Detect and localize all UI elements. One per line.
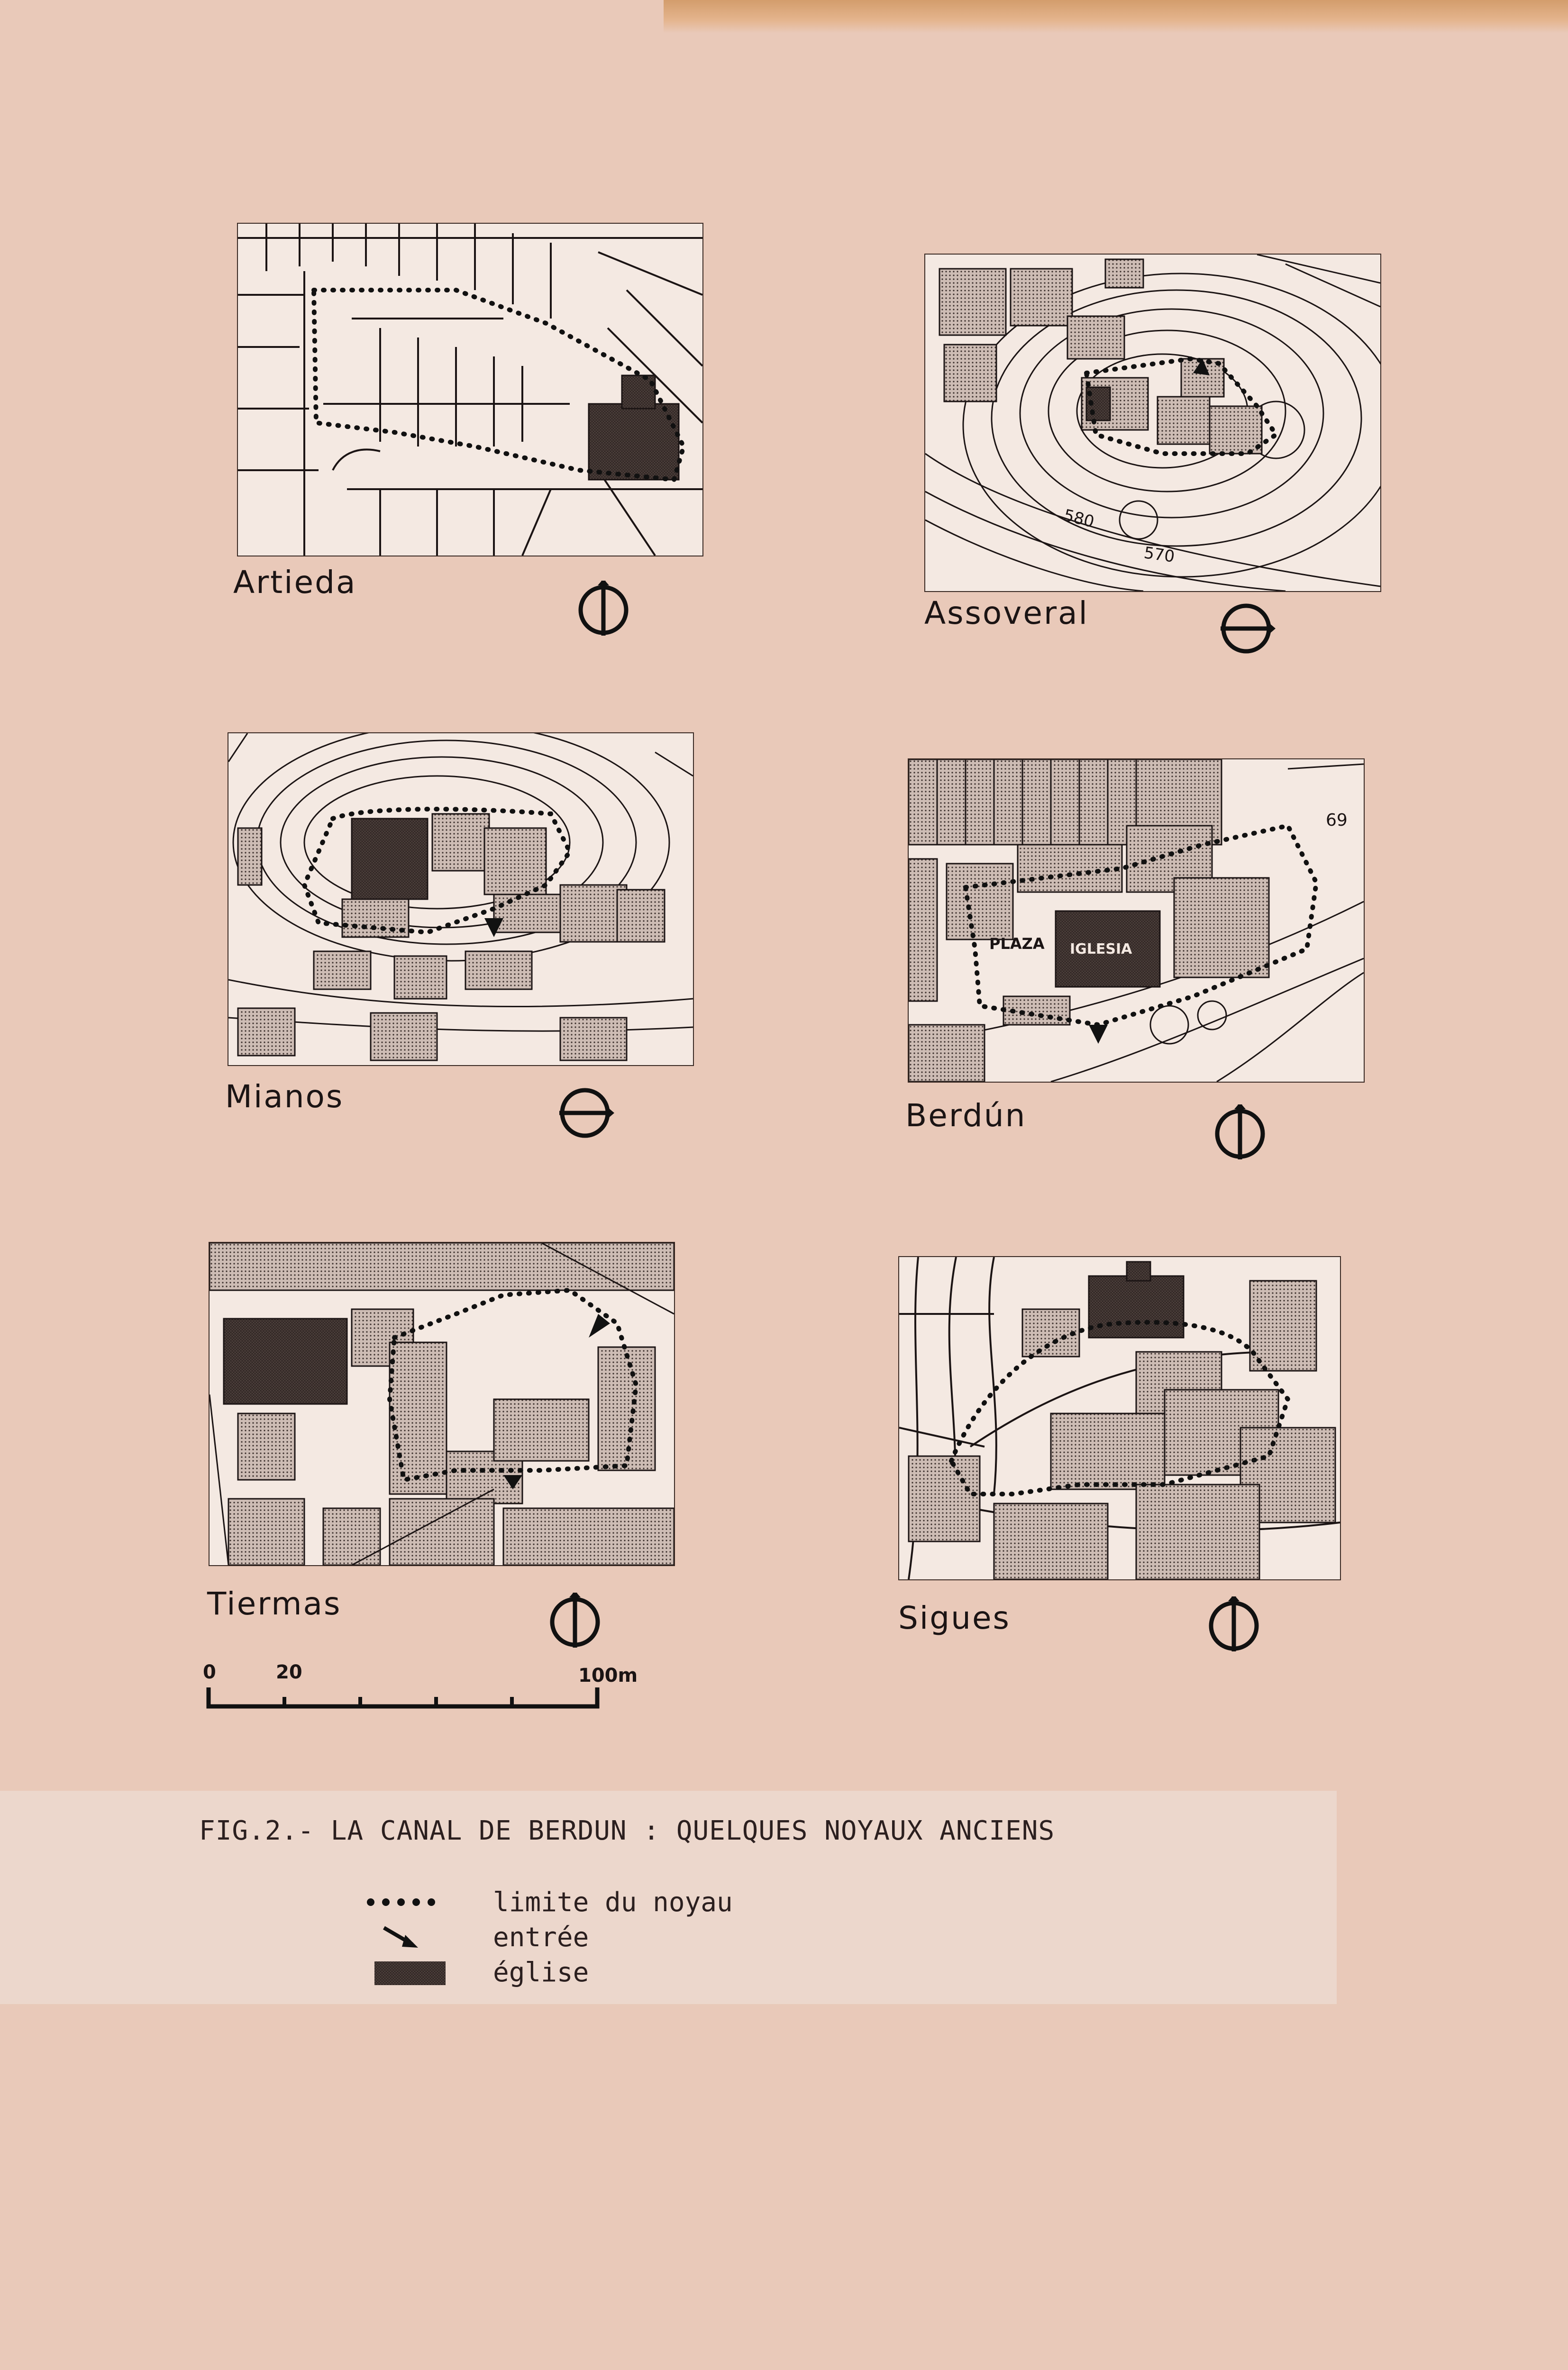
contour-label-580: 580 bbox=[1062, 506, 1096, 532]
iglesia-label: IGLESIA bbox=[1070, 941, 1132, 957]
entry-arrow-icon bbox=[365, 1921, 450, 1954]
figure-caption: FIG.2.- LA CANAL DE BERDUN : QUELQUES NO… bbox=[199, 1815, 1055, 1846]
legend-label-entry: entrée bbox=[493, 1922, 589, 1953]
legend-label-limit: limite du noyau bbox=[493, 1887, 733, 1918]
north-arrow-sigues-icon bbox=[1206, 1595, 1261, 1651]
town-label-assoveral: Assoveral bbox=[924, 595, 1089, 631]
north-arrow-artieda-icon bbox=[576, 579, 631, 636]
north-arrow-mianos-icon bbox=[559, 1085, 614, 1140]
wood-edge bbox=[664, 0, 1568, 33]
town-label-berdun: Berdún bbox=[905, 1097, 1027, 1134]
scale-label-100m: 100m bbox=[578, 1665, 638, 1686]
legend-row-limit: limite du noyau bbox=[365, 1886, 886, 1919]
map-tiermas bbox=[209, 1242, 675, 1566]
dotted-line-icon bbox=[365, 1886, 450, 1919]
north-arrow-berdun-icon bbox=[1212, 1103, 1267, 1159]
town-label-artieda: Artieda bbox=[233, 564, 357, 601]
contour-label-69: 69 bbox=[1326, 811, 1348, 830]
church-block-icon bbox=[365, 1956, 450, 1989]
map-berdun: PLAZA IGLESIA 69 bbox=[908, 758, 1365, 1083]
map-assoveral: 580 570 bbox=[924, 254, 1381, 592]
map-artieda bbox=[237, 223, 703, 556]
caption-strip bbox=[0, 1791, 1337, 2004]
scale-label-20: 20 bbox=[276, 1661, 302, 1683]
legend-row-entry: entrée bbox=[365, 1921, 886, 1954]
legend-label-church: église bbox=[493, 1957, 589, 1988]
town-label-sigues: Sigues bbox=[898, 1600, 1011, 1636]
legend-row-church: église bbox=[365, 1956, 886, 1989]
scale-bar bbox=[204, 1659, 640, 1711]
town-label-mianos: Mianos bbox=[225, 1078, 344, 1115]
town-label-tiermas: Tiermas bbox=[207, 1586, 342, 1622]
north-arrow-tiermas-icon bbox=[547, 1591, 602, 1648]
north-arrow-assoveral-icon bbox=[1221, 601, 1276, 656]
scale-label-0: 0 bbox=[203, 1661, 216, 1683]
contour-label-570: 570 bbox=[1143, 543, 1176, 566]
plaza-label: PLAZA bbox=[989, 935, 1045, 953]
map-mianos bbox=[228, 732, 694, 1066]
map-sigues bbox=[898, 1256, 1341, 1580]
